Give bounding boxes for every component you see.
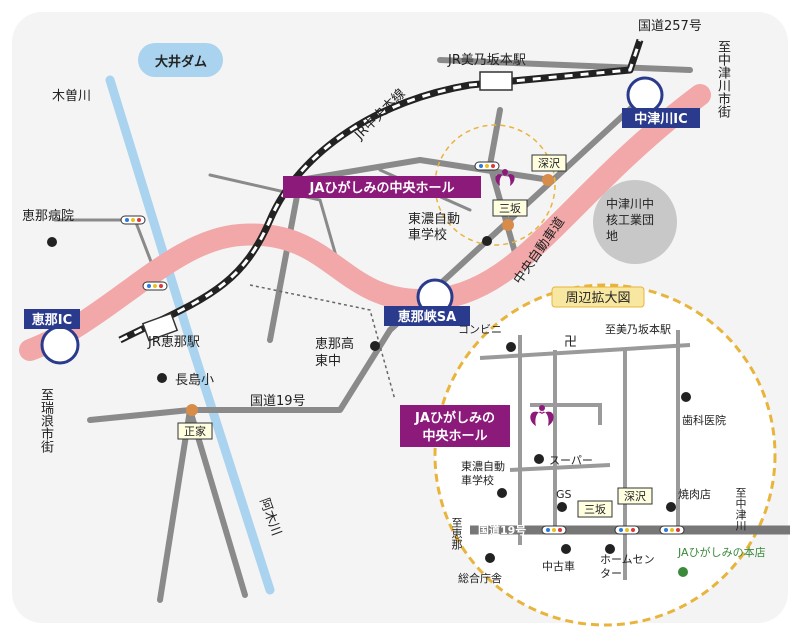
gs-label: GS	[556, 488, 572, 501]
nakatsugawa-ic-badge	[622, 108, 700, 128]
jr-minosakamoto-label: JR美乃坂本駅	[447, 53, 526, 68]
jr-chuo-line	[118, 38, 644, 344]
inset-venue-line1: JAひがしみの	[414, 410, 495, 426]
poi-dots	[47, 236, 492, 383]
ja-head-office-dot	[678, 567, 688, 577]
station-minosakamoto-marker	[479, 71, 513, 91]
dental-label: 歯科医院	[682, 413, 726, 427]
station-ena-marker	[141, 312, 179, 342]
route19-main-label: 国道19号	[250, 394, 306, 409]
to-nakatsugawa-inset-wrap: 至中津川	[734, 487, 747, 531]
tono-driving-school-label: 東濃自動車学校	[408, 212, 461, 243]
ena-ic-badge	[24, 309, 80, 329]
route257-label: 国道257号	[638, 19, 702, 34]
nakatsugawa-ic-marker	[626, 76, 664, 114]
inset-fukasawa-box	[617, 487, 653, 505]
inset-sanzaka-box	[577, 500, 613, 518]
to-ena-inset-label: 至恵那	[450, 517, 463, 550]
sanzaka-box	[492, 199, 528, 217]
fukasawa-label: 深沢	[538, 156, 560, 170]
to-nakatsugawa-main-label: 至中津川市街	[715, 40, 730, 118]
traffic-signals	[120, 161, 500, 291]
inset-map: 周辺拡大図 国道19号	[400, 283, 790, 627]
river	[105, 75, 275, 595]
enakyo-sa-label: 恵那峡SA	[398, 309, 456, 325]
tono-driving-school-wrap: 東濃自動車学校	[408, 212, 461, 243]
shoke-dot	[186, 404, 198, 416]
jr-ena-label: JR恵那駅	[147, 335, 200, 350]
ena-high-east-wrap: 恵那高東中	[315, 337, 355, 369]
to-minosakamoto-label: 至美乃坂本駅	[605, 322, 671, 336]
dashed-path	[249, 284, 396, 401]
shrine-mark: 卍	[564, 335, 577, 350]
to-nakatsugawa-main-wrap: 至中津川市街	[715, 40, 730, 118]
ja-head-office-label: JAひがしみの本店	[677, 545, 766, 559]
home-center-label: ホームセンター	[600, 553, 655, 580]
oi-dam-badge	[138, 43, 223, 77]
ja-lotus-icon	[495, 169, 515, 186]
inset-poi-dots	[485, 342, 691, 563]
to-mizunami-wrap: 至瑞浪市街	[38, 388, 53, 453]
industrial-park-label: 中津川中核工業団地	[606, 197, 655, 243]
to-nakatsugawa-inset-label: 至中津川	[734, 487, 747, 531]
inset-driving-school-wrap: 東濃自動車学校	[461, 460, 505, 487]
inset-venue-badge	[400, 405, 510, 447]
inset-convenience-label: コンビニ	[458, 323, 502, 336]
to-mizunami-label: 至瑞浪市街	[38, 388, 53, 453]
sanzaka-label: 三坂	[499, 202, 521, 215]
oi-dam-label: 大井ダム	[155, 54, 207, 70]
home-center-wrap: ホームセンター	[600, 553, 655, 580]
shoke-label: 正家	[184, 424, 206, 438]
used-car-label: 中古車	[542, 559, 575, 573]
yakiniku-label: 焼肉店	[678, 487, 711, 501]
industrial-park-area	[593, 180, 677, 264]
sanzaka-dot	[502, 219, 514, 231]
ena-ic-marker	[40, 325, 80, 365]
inset-sanzaka-label: 三坂	[584, 503, 606, 516]
nakatsugawa-ic-label: 中津川IC	[634, 111, 687, 127]
inset-ja-lotus-icon	[530, 405, 554, 426]
supermarket-label: スーパー	[549, 454, 593, 467]
inset-traffic-signals	[541, 525, 685, 535]
ena-ic-label: 恵那IC	[32, 312, 72, 328]
ena-high-east-label: 恵那高東中	[315, 337, 355, 369]
enakyo-sa-badge	[384, 306, 470, 326]
ena-hospital-label: 恵那病院	[22, 209, 74, 224]
nagashima-elem-label: 長島小	[175, 373, 214, 388]
zoom-highlight-circle	[434, 124, 556, 246]
inset-title: 周辺拡大図	[565, 291, 630, 306]
venue-label: JAひがしみの中央ホール	[309, 180, 455, 196]
expressway	[19, 84, 711, 361]
to-ena-inset-wrap: 至恵那	[450, 517, 463, 550]
inset-driving-school-label: 東濃自動車学校	[461, 460, 505, 487]
kiso-river-label: 木曽川	[52, 89, 91, 104]
general-office-label: 総合庁舎	[458, 571, 502, 585]
inset-fukasawa-label: 深沢	[624, 489, 646, 503]
shoke-box	[177, 422, 213, 440]
local-roads	[87, 57, 693, 603]
industrial-park-wrap: 中津川中核工業団地	[606, 197, 655, 243]
venue-badge	[283, 176, 481, 198]
fukasawa-box	[531, 154, 567, 172]
inset-venue-line2: 中央ホール	[422, 428, 487, 444]
inset-title-badge	[551, 286, 645, 308]
inset-roads	[479, 330, 691, 580]
inset-route19-label: 国道19号	[478, 523, 526, 537]
fukasawa-dot	[542, 174, 554, 186]
